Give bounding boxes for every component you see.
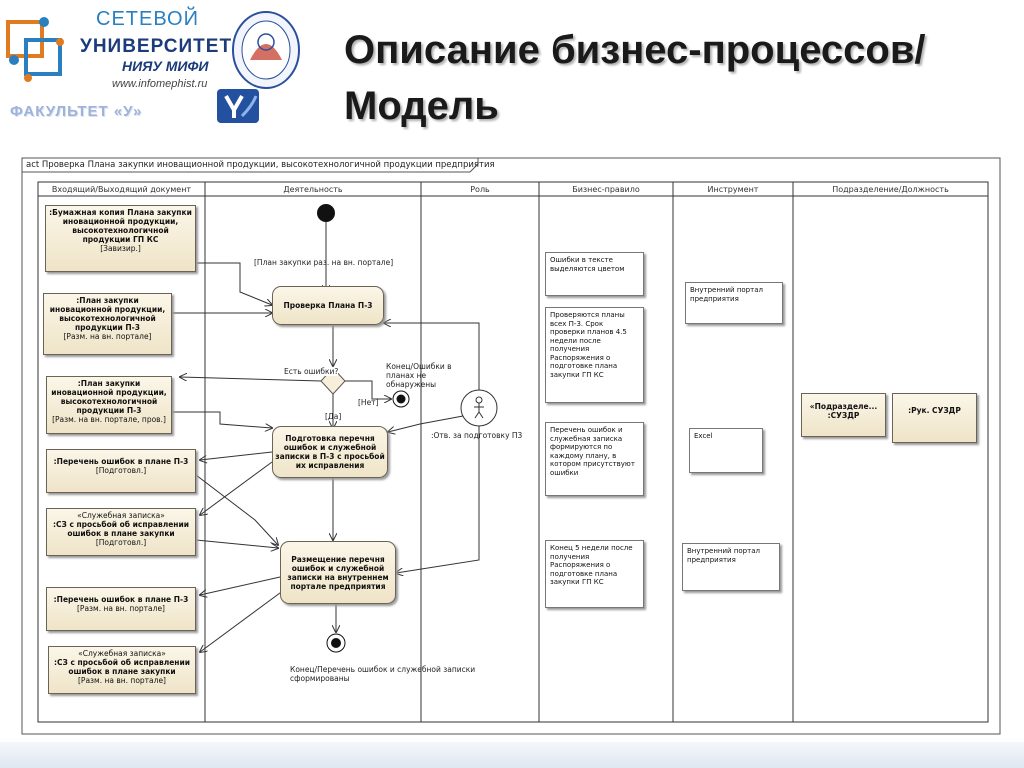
tool-note[interactable]: Внутренний портал предприятия (685, 282, 783, 324)
document-stereotype: «Служебная записка» (77, 511, 165, 520)
lane-header-activity: Деятельность (283, 185, 343, 194)
lane-header-documents: Входящий/Выходящий документ (51, 185, 192, 194)
slide-title: Описание бизнес-процессов/ Модель (344, 22, 926, 134)
document-name: :План закупки иновационной продукции, вы… (49, 296, 166, 332)
faculty-u-logo-icon (217, 89, 259, 123)
document-node[interactable]: :План закупки иновационной продукции, вы… (46, 376, 172, 434)
business-rule-note[interactable]: Конец 5 недели после получения Распоряже… (545, 540, 644, 608)
document-state: [Разм. на вн. портале] (63, 332, 152, 341)
logo-line3: НИЯУ МИФИ (122, 58, 209, 74)
unit-node[interactable]: :Рук. СУЗДР (892, 393, 977, 443)
faculty-label: ФАКУЛЬТЕТ «У» (10, 103, 143, 120)
document-state: [Подготовл.] (95, 466, 147, 475)
document-stereotype: «Служебная записка» (78, 649, 166, 658)
business-rule-note[interactable]: Проверяются планы всех П-3. Срок проверк… (545, 307, 644, 403)
frame-title: act Проверка Плана закупки иноващионной … (26, 160, 495, 170)
document-node[interactable]: :План закупки иновационной продукции, вы… (43, 293, 172, 355)
end-label-final: Конец/Перечень ошибок и служебной записк… (290, 665, 476, 683)
university-logo-icon (6, 17, 64, 82)
document-state: [Завизир.] (100, 244, 141, 253)
guard-label-portal: [План закупки раз. на вн. портале] (254, 258, 394, 267)
logo-url: www.infomephist.ru (112, 78, 208, 90)
activity-node[interactable]: Проверка Плана П-3 (272, 286, 384, 325)
document-state: [Разм. на вн. портале, пров.] (52, 415, 166, 424)
business-rule-note[interactable]: Перечень ошибок и служебная записка форм… (545, 422, 644, 496)
decision-label: Есть ошибки? (284, 367, 339, 376)
activity-node[interactable]: Подготовка перечня ошибок и служебной за… (272, 426, 388, 478)
document-node[interactable]: :Бумажная копия Плана закупки иновационн… (45, 205, 196, 272)
document-name: :Перечень ошибок в плане П-3 (53, 457, 189, 466)
end-label-no-errors: Конец/Ошибки в планах не обнаружены (386, 362, 452, 389)
document-node[interactable]: :Перечень ошибок в плане П-3 [Подготовл.… (46, 449, 196, 493)
footer-band (0, 742, 1024, 768)
document-name: :СЗ с просьбой об исправлении ошибок в п… (54, 658, 190, 676)
lane-header-business-rule: Бизнес-правило (572, 185, 640, 194)
document-name: :СЗ с просьбой об исправлении ошибок в п… (53, 520, 189, 538)
document-name: :Бумажная копия Плана закупки иновационн… (49, 208, 192, 244)
logo-line2: УНИВЕРСИТЕТ (80, 36, 233, 57)
document-node[interactable]: «Служебная записка» :СЗ с просьбой об ис… (46, 508, 196, 556)
mifi-emblem-icon (232, 11, 300, 89)
guard-label-no: [Нет] (358, 398, 379, 407)
tool-note[interactable]: Внутренний портал предприятия (682, 543, 780, 591)
activity-node[interactable]: Размещение перечня ошибок и служебной за… (280, 541, 396, 604)
document-node[interactable]: «Служебная записка» :СЗ с просьбой об ис… (48, 646, 196, 694)
business-rule-note[interactable]: Ошибки в тексте выделяются цветом (545, 252, 644, 296)
guard-label-yes: [Да] (325, 412, 342, 421)
slide-title-line2: Модель (344, 84, 499, 128)
lane-header-role: Роль (470, 185, 490, 194)
document-name: :Перечень ошибок в плане П-3 (53, 595, 189, 604)
document-node[interactable]: :Перечень ошибок в плане П-3 [Разм. на в… (46, 587, 196, 631)
lane-header-unit: Подразделение/Должность (832, 185, 949, 194)
document-name: :План закупки иновационной продукции, вы… (51, 379, 167, 415)
lane-header-tool: Инструмент (707, 185, 759, 194)
document-state: [Разм. на вн. портале] (77, 604, 165, 613)
document-state: [Разм. на вн. портале] (78, 676, 166, 685)
slide-title-line1: Описание бизнес-процессов/ (344, 28, 926, 72)
tool-note[interactable]: Excel (689, 428, 763, 473)
logo-line1: СЕТЕВОЙ (96, 8, 199, 30)
actor-label: :Отв. за подготовку П3 (431, 431, 523, 440)
unit-node[interactable]: «Подразделе... :СУЗДР (801, 393, 886, 437)
document-state: [Подготовл.] (95, 538, 147, 547)
